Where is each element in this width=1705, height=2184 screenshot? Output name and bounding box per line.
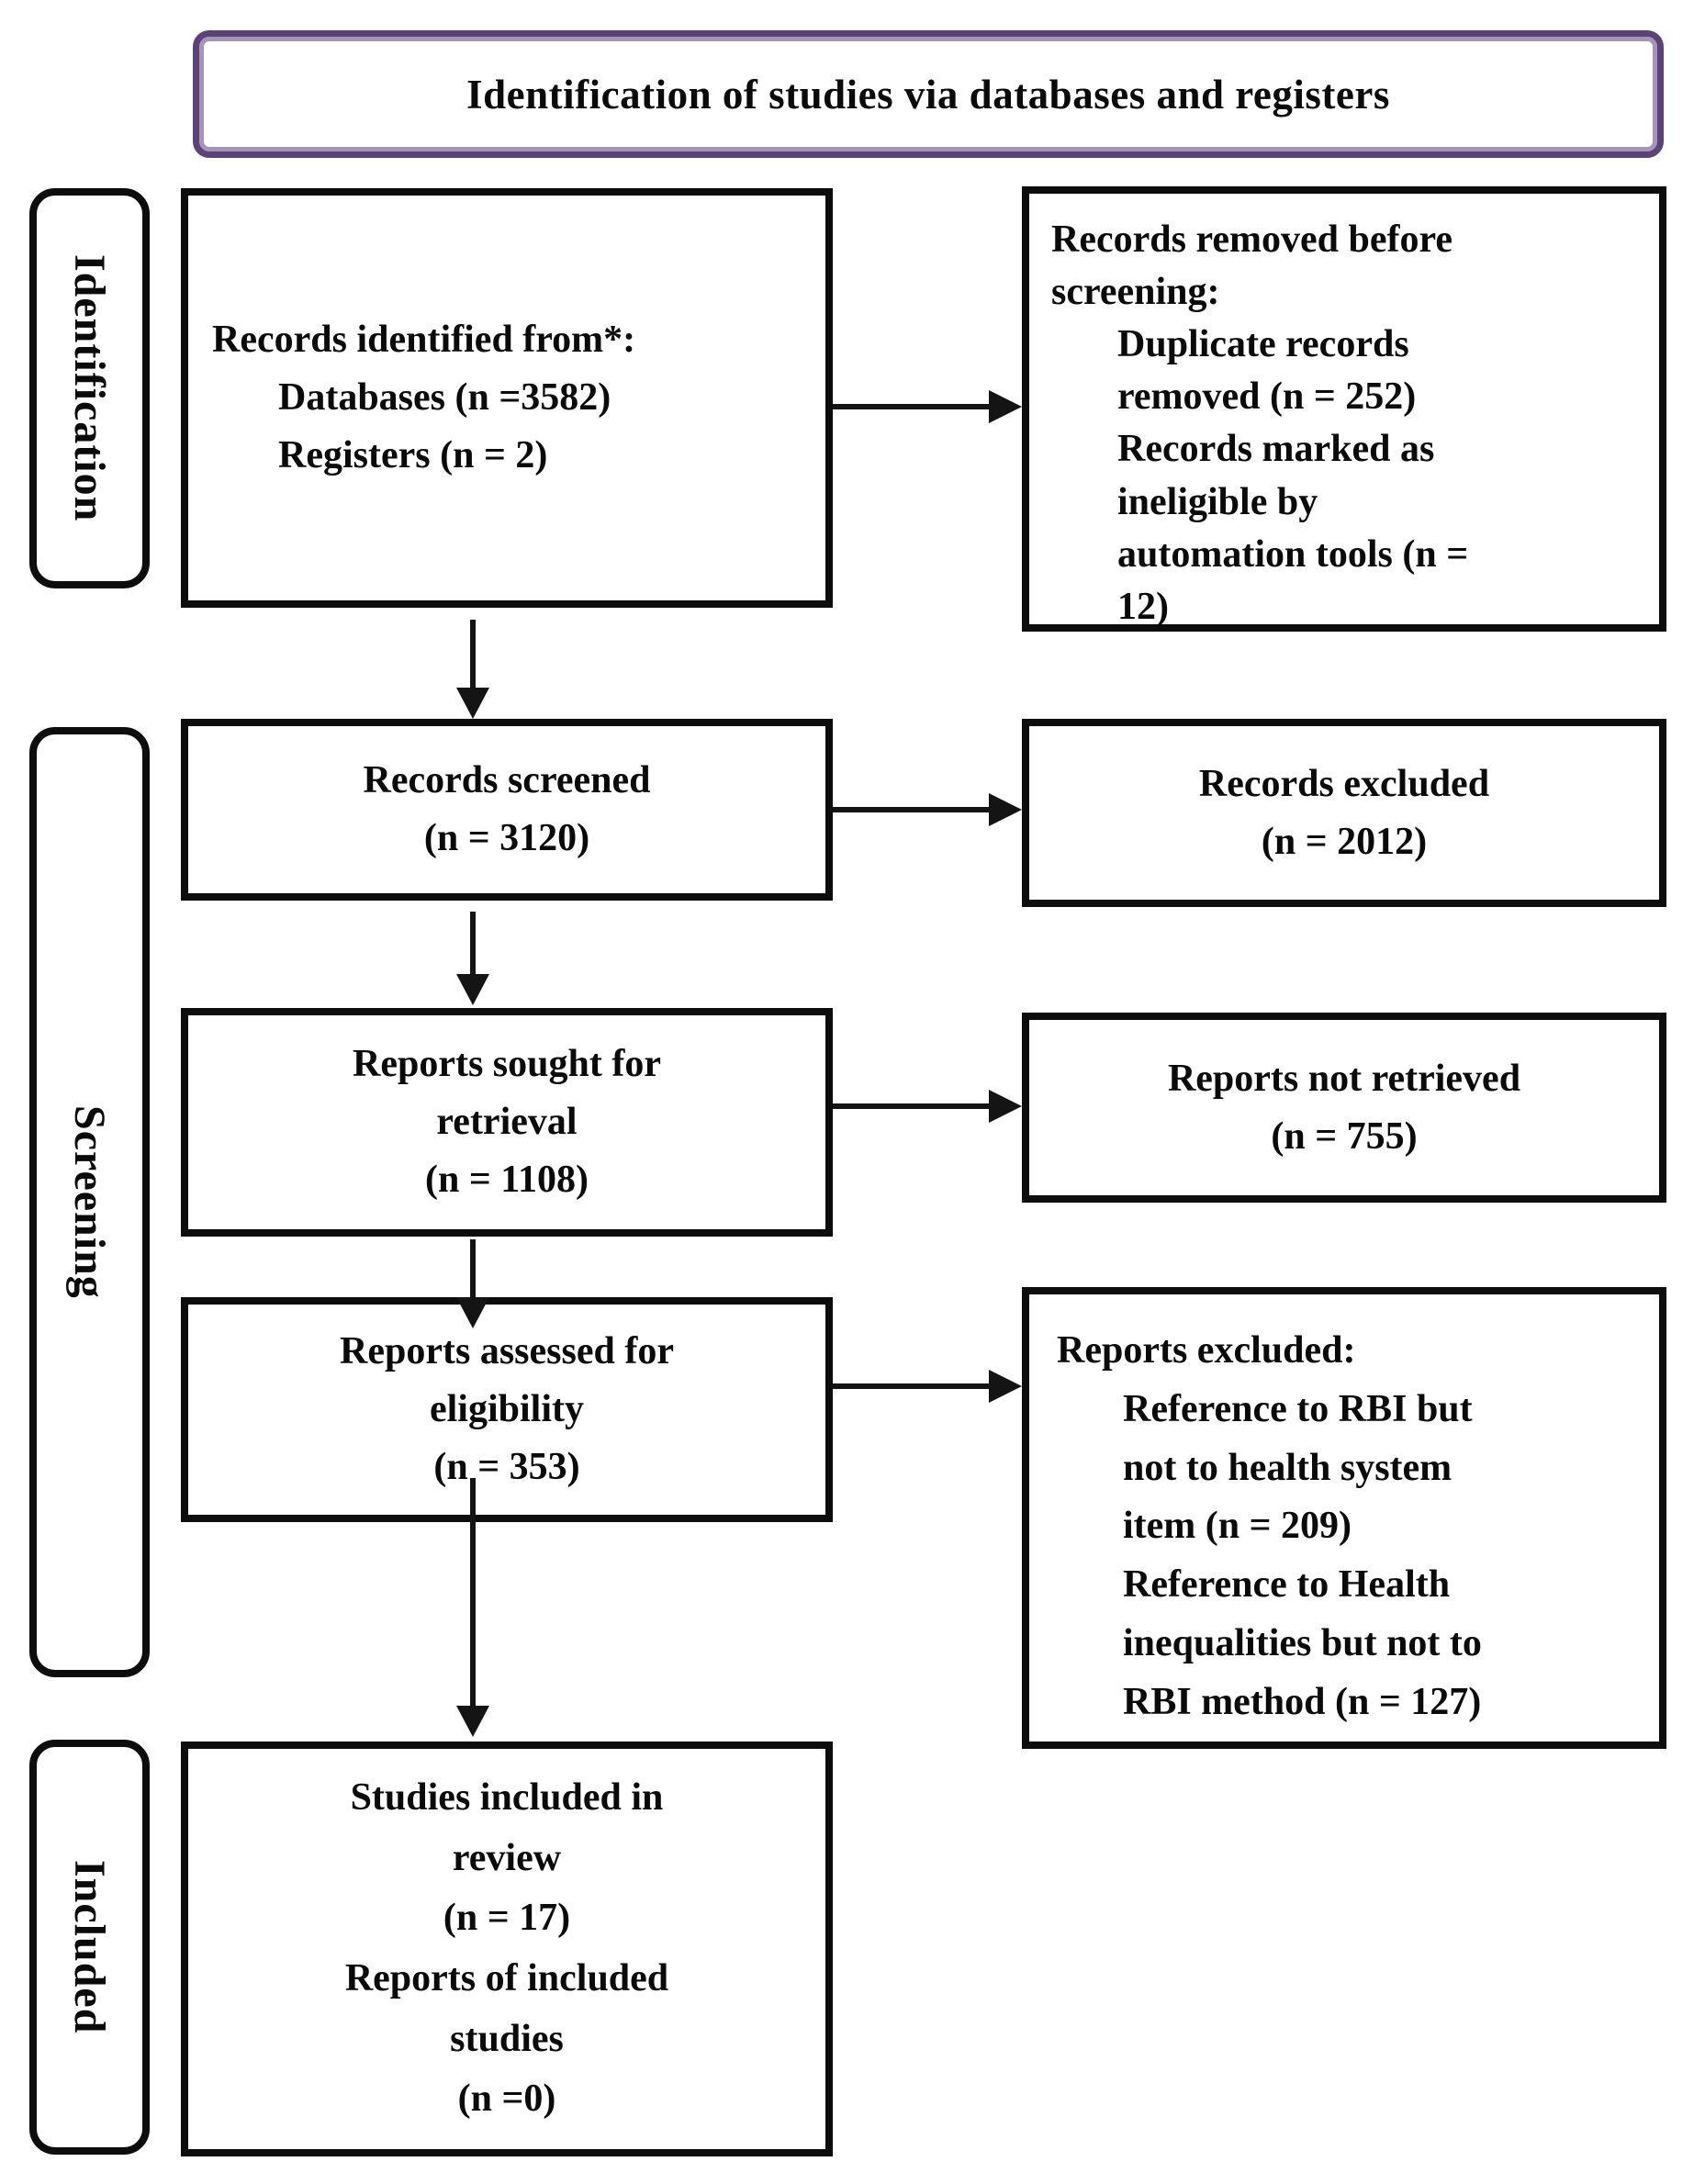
reports-assessed-text: Reports assessed for eligibility (n = 35… <box>340 1330 674 1488</box>
box-records-screened: Records screened (n = 3120) <box>181 719 833 901</box>
stage-box-identification: Identification <box>29 188 150 588</box>
records-removed-title: Records removed before screening: <box>1051 218 1453 314</box>
arrow-head-icon <box>456 974 489 1005</box>
arrow-head-icon <box>989 1370 1022 1403</box>
arrow-line <box>833 1103 996 1109</box>
stage-label-included: Included <box>65 1860 114 2034</box>
records-screened-text: Records screened (n = 3120) <box>363 759 651 859</box>
box-records-removed: Records removed before screening: Duplic… <box>1022 186 1666 632</box>
diagram-title-box: Identification of studies via databases … <box>193 30 1664 158</box>
box-records-identified: Records identified from*: Databases (n =… <box>181 188 833 608</box>
diagram-title: Identification of studies via databases … <box>466 71 1390 118</box>
box-studies-included: Studies included in review (n = 17) Repo… <box>181 1742 833 2156</box>
arrow-head-icon <box>456 1297 489 1328</box>
arrow-line <box>470 912 476 980</box>
records-identified-title: Records identified from*: <box>212 319 636 361</box>
studies-included-text: Studies included in review (n = 17) Repo… <box>344 1776 669 2121</box>
reports-sought-text: Reports sought for retrieval (n = 1108) <box>353 1043 661 1201</box>
box-reports-assessed: Reports assessed for eligibility (n = 35… <box>181 1297 833 1522</box>
stage-label-identification: Identification <box>65 254 114 522</box>
arrow-head-icon <box>456 1706 489 1737</box>
box-reports-sought: Reports sought for retrieval (n = 1108) <box>181 1008 833 1237</box>
arrow-line <box>470 620 476 693</box>
records-removed-items: Duplicate records removed (n = 252) Reco… <box>1117 323 1469 628</box>
arrow-head-icon <box>989 1090 1022 1123</box>
stage-label-screening: Screening <box>65 1105 114 1299</box>
records-identified-items: Databases (n =3582) Registers (n = 2) <box>278 376 611 476</box>
records-excluded-text: Records excluded (n = 2012) <box>1198 762 1490 863</box>
reports-not-retrieved-text: Reports not retrieved (n = 755) <box>1167 1057 1521 1158</box>
arrow-line <box>833 1383 996 1389</box>
reports-excluded-items: Reference to RBI but not to health syste… <box>1123 1387 1482 1723</box>
stage-box-included: Included <box>29 1740 150 2155</box>
arrow-line <box>470 1239 476 1303</box>
arrow-head-icon <box>989 390 1022 423</box>
box-reports-excluded: Reports excluded: Reference to RBI but n… <box>1022 1287 1666 1749</box>
arrow-head-icon <box>456 688 489 719</box>
stage-box-screening: Screening <box>29 727 150 1677</box>
arrow-line <box>470 1478 476 1711</box>
arrow-head-icon <box>989 793 1022 826</box>
reports-excluded-title: Reports excluded: <box>1057 1329 1356 1372</box>
arrow-line <box>833 807 996 812</box>
arrow-line <box>833 404 996 409</box>
box-reports-not-retrieved: Reports not retrieved (n = 755) <box>1022 1013 1666 1203</box>
box-records-excluded: Records excluded (n = 2012) <box>1022 719 1666 907</box>
